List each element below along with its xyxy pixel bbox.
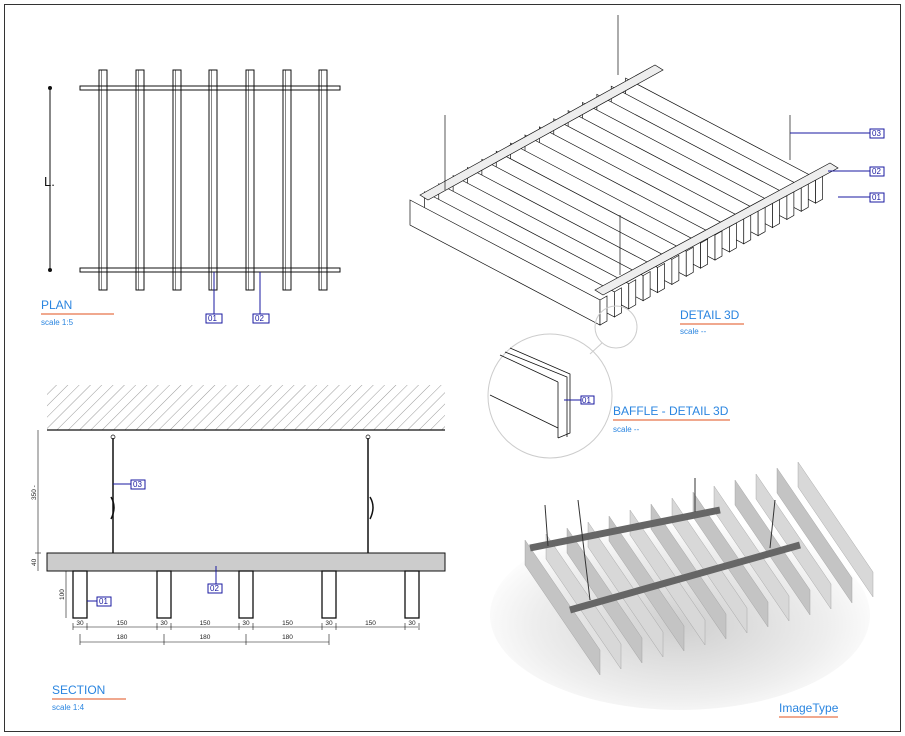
plan-baffle	[245, 69, 255, 291]
detail-tag-02: 02	[872, 167, 881, 176]
detail-tag-01: 01	[872, 193, 881, 202]
iso-carrier	[419, 64, 664, 201]
section-tag-01: 01	[99, 597, 108, 606]
plan-baffle	[208, 69, 218, 291]
plan-baffle	[318, 69, 328, 291]
render-baffle	[713, 485, 790, 622]
dim-row1-label: 150	[200, 620, 211, 627]
ceiling-slab	[47, 385, 445, 430]
section-tag-02: 02	[210, 584, 219, 593]
dim-row1-label: 30	[408, 620, 416, 627]
dim-hanger: 350 -	[31, 485, 38, 500]
plan-scale: scale 1:5	[41, 318, 74, 327]
render-image	[490, 461, 874, 710]
iso-carrier	[594, 162, 839, 296]
drawing-sheet	[4, 4, 901, 732]
plan-baffle	[172, 69, 182, 291]
plan-carrier-top	[79, 85, 341, 91]
dim-row1-label: 30	[160, 620, 168, 627]
render-baffle	[671, 497, 748, 634]
hangers	[110, 434, 374, 553]
plan-title: PLAN	[41, 298, 72, 312]
plan-baffle	[135, 69, 145, 291]
render-baffle	[545, 533, 622, 670]
plan-baffle	[98, 69, 108, 291]
detail-tag-03: 03	[872, 129, 881, 138]
dim-row2-label: 180	[282, 634, 293, 641]
section-baffle	[156, 570, 172, 619]
carrier-rail	[46, 552, 446, 572]
dim-row1-label: 30	[325, 620, 333, 627]
section-baffle	[72, 570, 88, 619]
render-baffle	[797, 461, 874, 598]
detail-3d-view	[409, 15, 839, 326]
plan-view	[48, 69, 341, 291]
section-baffle	[321, 570, 337, 619]
render-baffle	[734, 479, 811, 616]
baffle-tag-01: 01	[582, 396, 591, 405]
render-title: ImageType	[779, 701, 839, 715]
dim-carrier: 40	[31, 558, 38, 566]
section-baffle	[238, 570, 254, 619]
dim-row1-label: 30	[76, 620, 84, 627]
detail-3d-scale: scale --	[680, 327, 707, 336]
baffle-scale: scale --	[613, 425, 640, 434]
render-baffle	[776, 467, 853, 604]
dim-row2-label: 180	[117, 634, 128, 641]
section-tag-03: 03	[133, 480, 142, 489]
plan-tag-02: 02	[255, 314, 264, 323]
dim-row1-label: 150	[117, 620, 128, 627]
plan-length-label: L.	[44, 174, 55, 189]
dim-row1-label: 30	[242, 620, 250, 627]
dim-row1-label: 150	[282, 620, 293, 627]
baffle-detail-circle	[487, 333, 613, 459]
section-baffle	[404, 570, 420, 619]
baffle-title: BAFFLE - DETAIL 3D	[613, 404, 729, 418]
baffle-detail-drawing	[489, 347, 571, 439]
section-scale: scale 1:4	[52, 703, 85, 712]
dim-row1-label: 150	[365, 620, 376, 627]
dim-row2-label: 180	[200, 634, 211, 641]
plan-baffle	[282, 69, 292, 291]
detail-3d-title: DETAIL 3D	[680, 308, 740, 322]
dim-baffle-height: 100	[59, 589, 66, 600]
plan-carrier-bottom	[79, 267, 341, 273]
section-title: SECTION	[52, 683, 105, 697]
render-baffle	[755, 473, 832, 610]
render-baffle	[524, 539, 601, 676]
render-baffle	[692, 491, 769, 628]
plan-tag-01: 01	[208, 314, 217, 323]
detail-callout-circle	[594, 305, 638, 349]
